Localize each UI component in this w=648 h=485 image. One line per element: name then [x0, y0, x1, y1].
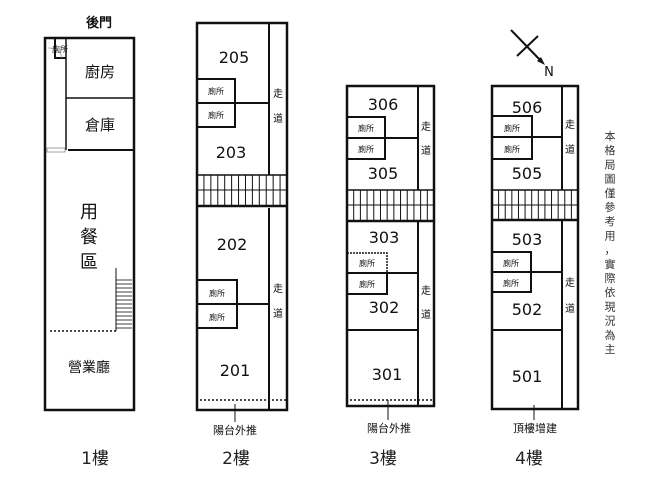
- room-501: 501: [512, 367, 543, 386]
- toilet-label: 廁所: [208, 110, 224, 120]
- room-303: 303: [369, 228, 400, 247]
- toilet-label: 廁所: [52, 44, 68, 54]
- disclaimer-char: 為: [605, 328, 616, 342]
- toilet-label: 廁所: [209, 312, 225, 322]
- room-503: 503: [512, 230, 543, 249]
- room-205: 205: [219, 48, 250, 67]
- dining-label-1: 用: [80, 202, 98, 223]
- room-306: 306: [368, 95, 399, 114]
- disclaimer-char: 考: [605, 215, 616, 228]
- corridor-label: 走: [421, 121, 431, 133]
- north-arrow-icon: [510, 29, 545, 65]
- room-202: 202: [217, 235, 248, 254]
- disclaimer-char: 局: [605, 158, 616, 171]
- lobby-label: 營業廳: [68, 359, 110, 376]
- corridor-label: 道: [421, 308, 431, 321]
- disclaimer-char: 況: [605, 314, 616, 328]
- kitchen-label: 廚房: [85, 63, 115, 81]
- disclaimer-char: 圖: [605, 173, 616, 186]
- toilet-label: 廁所: [359, 279, 375, 289]
- disclaimer-char: 現: [605, 300, 616, 313]
- dining-label-2: 餐: [80, 227, 98, 248]
- floor-4-label: 4樓: [515, 449, 543, 469]
- room-505: 505: [512, 164, 543, 183]
- disclaimer-char: ，: [605, 244, 616, 257]
- disclaimer-char: 實: [605, 257, 616, 271]
- disclaimer-char: 格: [605, 143, 616, 157]
- floor-3-plan: [345, 84, 436, 420]
- floor-1-label: 1樓: [81, 449, 109, 469]
- corridor-label: 道: [565, 302, 575, 315]
- disclaimer-char: 主: [605, 343, 616, 356]
- disclaimer-char: 參: [605, 200, 616, 214]
- toilet-label: 廁所: [503, 278, 519, 288]
- room-502: 502: [512, 300, 543, 319]
- toilet-label: 廁所: [209, 288, 225, 298]
- floor-2-label: 2樓: [222, 449, 250, 469]
- disclaimer-char: 本: [605, 129, 616, 143]
- toilet-label: 廁所: [359, 258, 375, 268]
- room-203: 203: [216, 143, 247, 162]
- storage-label: 倉庫: [85, 116, 115, 134]
- rooftop-note: 頂樓增建: [513, 421, 557, 435]
- toilet-label: 廁所: [504, 144, 520, 154]
- room-302: 302: [369, 298, 400, 317]
- corridor-label: 走: [565, 277, 575, 289]
- floor-4-plan: [490, 84, 580, 420]
- north-label: N: [544, 65, 554, 80]
- toilet-label: 廁所: [208, 86, 224, 96]
- back-door-label: 後門: [86, 15, 112, 31]
- toilet-label: 廁所: [358, 123, 374, 133]
- toilet-label: 廁所: [503, 258, 519, 268]
- toilet-label: 廁所: [358, 144, 374, 154]
- room-301: 301: [372, 365, 403, 384]
- room-506: 506: [512, 98, 543, 117]
- room-305: 305: [368, 164, 399, 183]
- balcony-note: 陽台外推: [367, 421, 411, 435]
- floor-2-plan: [195, 21, 289, 422]
- corridor-label: 道: [565, 143, 575, 156]
- disclaimer-char: 際: [605, 272, 616, 285]
- balcony-note: 陽台外推: [213, 423, 257, 437]
- corridor-label: 走: [421, 285, 431, 297]
- toilet-label: 廁所: [504, 123, 520, 133]
- disclaimer-char: 用: [605, 229, 616, 242]
- dining-label-3: 區: [80, 252, 98, 273]
- corridor-label: 道: [421, 144, 431, 157]
- floor-1-plan: [43, 36, 136, 412]
- corridor-label: 道: [273, 112, 283, 125]
- room-201: 201: [220, 361, 251, 380]
- disclaimer-char: 依: [605, 286, 616, 299]
- disclaimer-char: 僅: [605, 186, 616, 200]
- corridor-label: 道: [273, 307, 283, 320]
- corridor-label: 走: [273, 283, 283, 295]
- corridor-label: 走: [565, 119, 575, 131]
- corridor-label: 走: [273, 88, 283, 100]
- floor-3-label: 3樓: [369, 449, 397, 469]
